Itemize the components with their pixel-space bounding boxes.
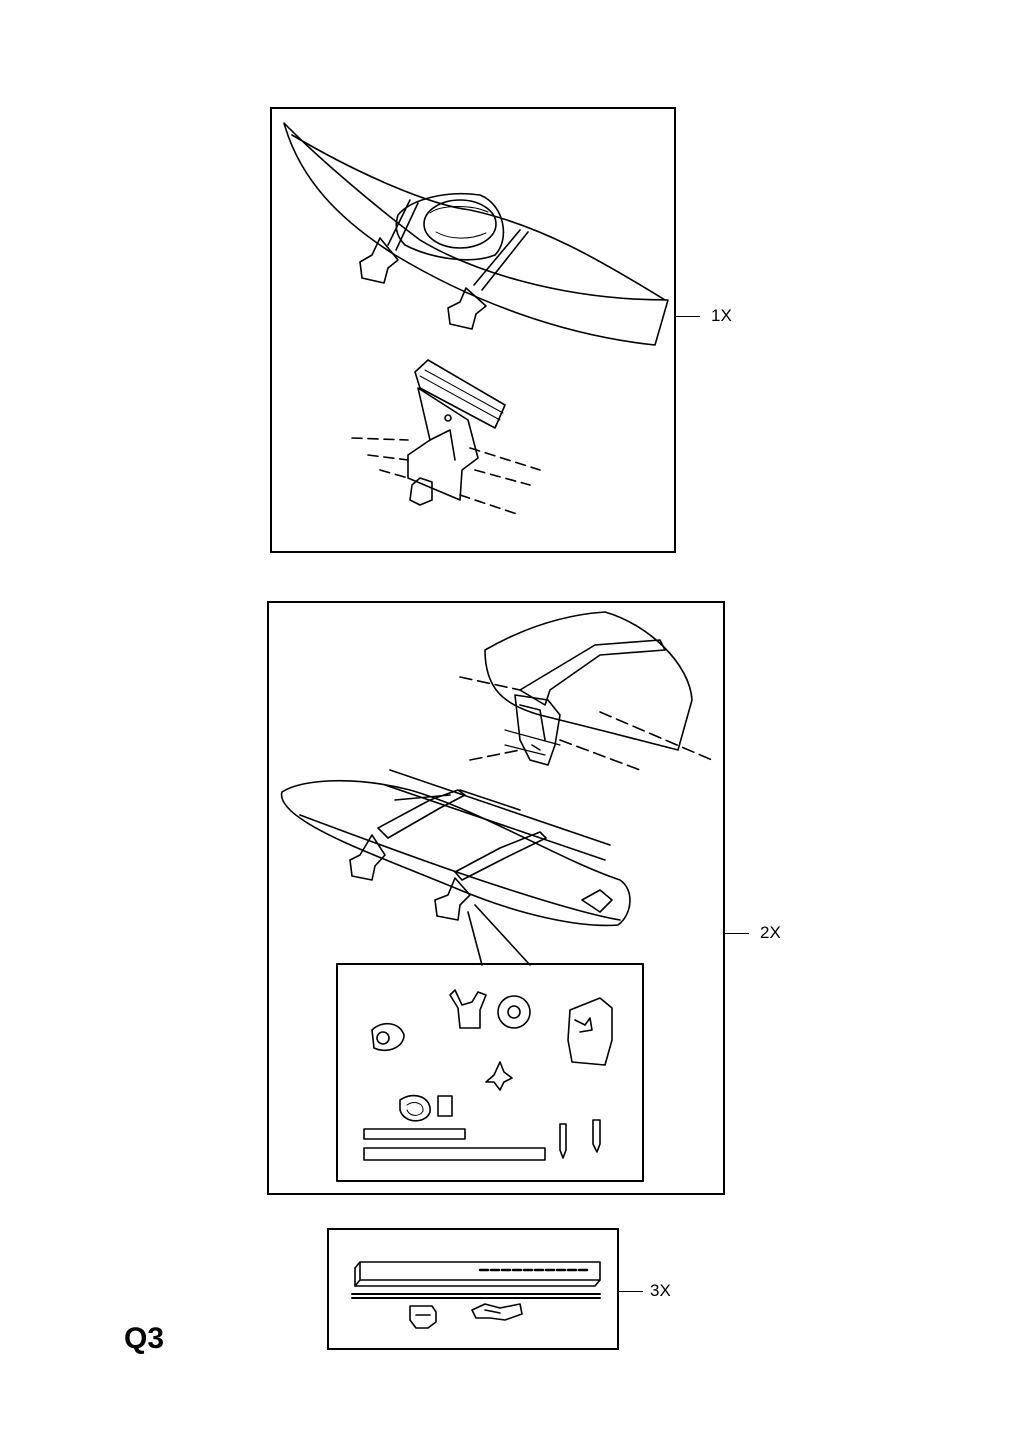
part-roller [371, 1022, 405, 1052]
zoom-lines [467, 904, 531, 966]
panel-1-frame [270, 107, 676, 553]
part-clip [449, 989, 487, 1029]
callout-3-label: 3X [650, 1281, 671, 1300]
kayak-cockpit-rim [423, 199, 497, 249]
roof-bar [354, 1261, 601, 1287]
callout-2-leader [725, 933, 749, 934]
surfboard [280, 779, 631, 927]
strap-2 [454, 831, 547, 881]
bar-lines [459, 676, 713, 771]
part-bracket [567, 997, 613, 1066]
part-star-knob [485, 1061, 513, 1091]
roof-bar-lines [351, 437, 541, 516]
cradle-pad [414, 359, 506, 429]
part-disc [497, 995, 531, 1029]
panel-2-frame [267, 601, 725, 1195]
parts-inset [336, 963, 644, 1182]
cradle-bracket [407, 387, 479, 501]
cradle-1 [349, 834, 386, 881]
callout-1-leader [676, 316, 700, 317]
foot-1 [409, 1305, 437, 1329]
panel-3-frame [327, 1228, 619, 1350]
part-screw-1 [559, 1123, 567, 1159]
part-screw-2 [592, 1119, 601, 1153]
cradle-front [359, 237, 399, 284]
part-tag [437, 1095, 453, 1117]
strap-front [387, 199, 419, 251]
cradle-knob [409, 477, 433, 506]
clamp-detail [514, 694, 561, 766]
strap-rear [473, 229, 529, 291]
callout-2-label: 2X [760, 923, 781, 942]
page-code: Q3 [124, 1322, 165, 1355]
callout-3-leader [619, 1291, 643, 1292]
surfboard-rail [299, 814, 621, 921]
part-coil [399, 1094, 431, 1122]
cradle-2 [434, 877, 471, 921]
part-bar-2 [363, 1147, 546, 1161]
callout-1-label: 1X [711, 306, 732, 325]
kayak-hull [283, 122, 669, 346]
foot-2 [471, 1303, 523, 1321]
board-section [484, 611, 693, 751]
kayak-deckline [291, 134, 666, 301]
part-bar-1 [363, 1128, 466, 1140]
surfboard-fin [581, 889, 613, 913]
roof-strip [351, 1293, 601, 1299]
strap-1 [377, 789, 466, 839]
roof-bars [384, 769, 611, 861]
cradle-rear [447, 287, 487, 330]
